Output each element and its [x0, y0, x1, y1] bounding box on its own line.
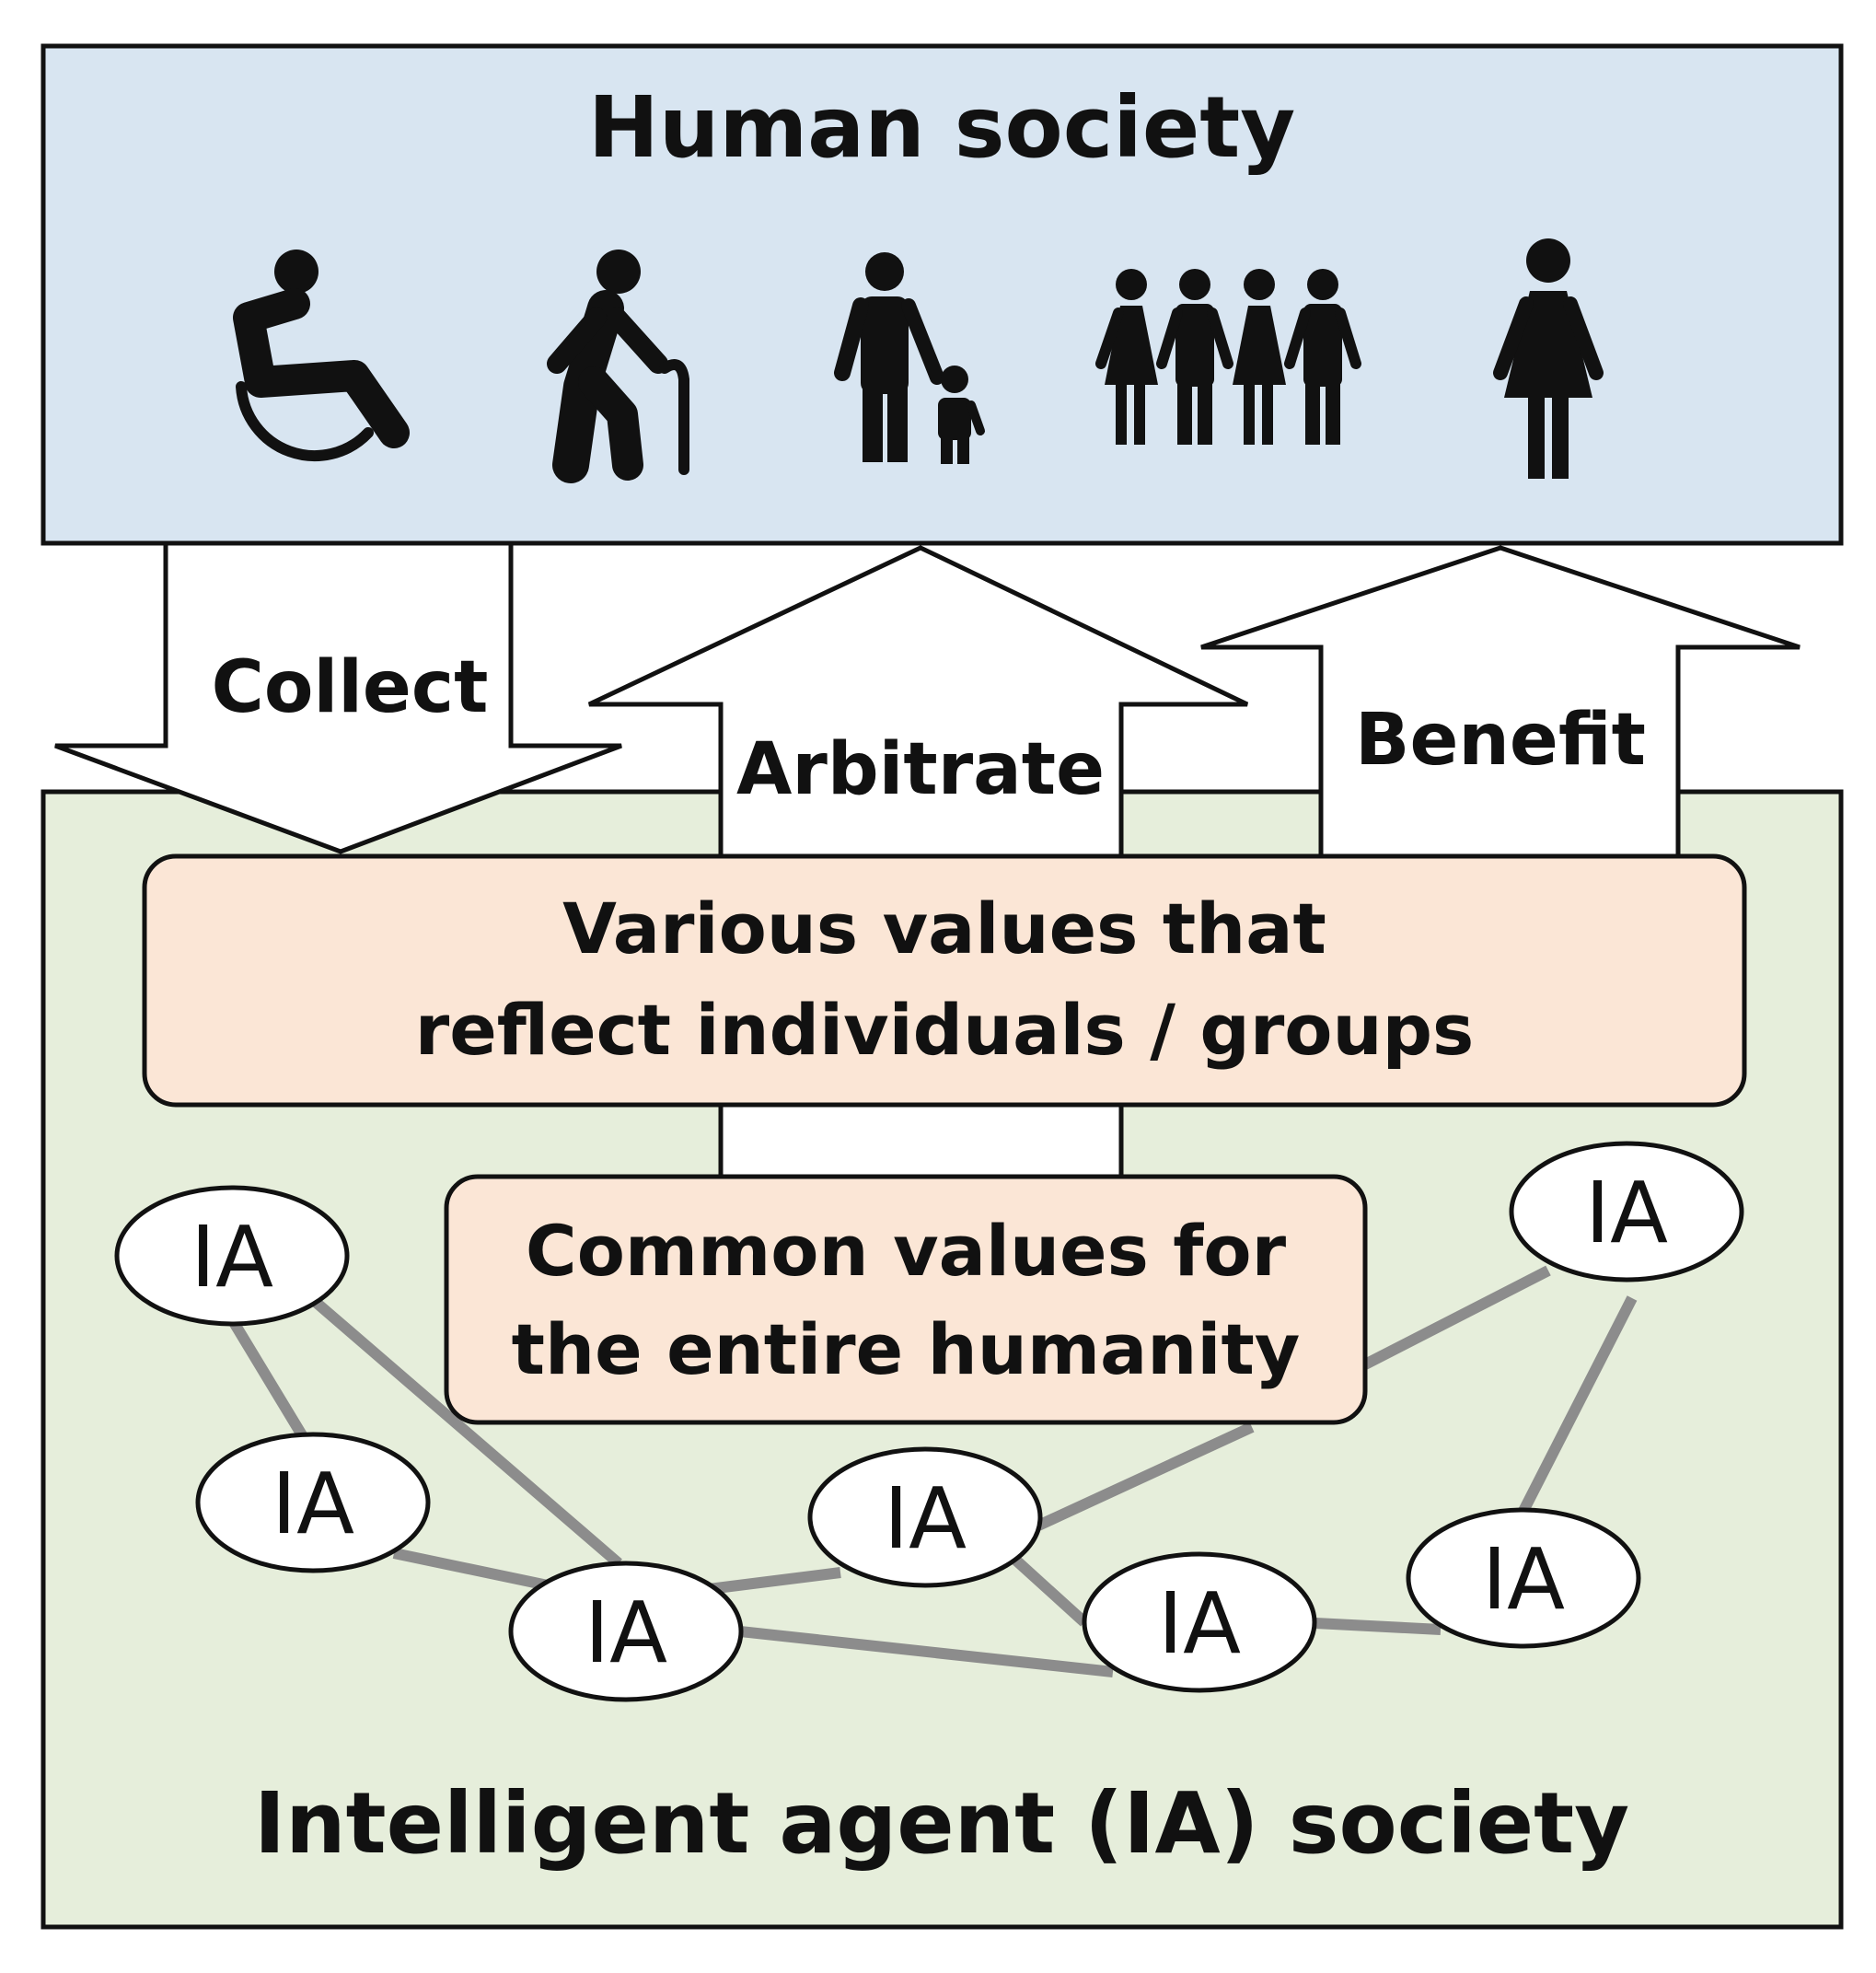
ia-node-label: IA — [585, 1584, 667, 1682]
common-values-box — [444, 1174, 1368, 1425]
ia-node-label: IA — [1585, 1164, 1668, 1262]
human-society-title: Human society — [588, 78, 1295, 177]
benefit-label: Benefit — [1355, 699, 1646, 782]
benefit-arrow — [1200, 545, 1801, 859]
ia-node: IA — [807, 1446, 1043, 1588]
ia-edge — [226, 1316, 309, 1442]
ia-node: IA — [114, 1185, 350, 1327]
common-values-line1: Common values for — [526, 1210, 1287, 1292]
arbitrate-label: Arbitrate — [736, 728, 1105, 811]
ia-edge — [708, 1567, 841, 1595]
various-values-line2: reflect individuals / groups — [415, 989, 1475, 1071]
ia-node: IA — [1406, 1507, 1641, 1649]
collect-label: Collect — [212, 646, 489, 729]
ia-node: IA — [508, 1561, 744, 1702]
ia-edge — [1516, 1295, 1638, 1517]
ia-node-label: IA — [1158, 1574, 1241, 1673]
ia-network-edges — [226, 1265, 1638, 1677]
ia-node: IA — [1082, 1551, 1317, 1693]
ia-node-label: IA — [272, 1455, 354, 1553]
ia-node-label: IA — [1482, 1530, 1565, 1629]
various-values-line1: Various values that — [562, 888, 1326, 969]
collect-arrow — [54, 540, 622, 854]
group-of-people-icon — [1095, 269, 1361, 445]
ia-node-label: IA — [191, 1208, 273, 1306]
wheelchair-user-icon — [233, 250, 410, 462]
ia-edge — [1011, 1555, 1089, 1627]
arbitrate-arrow — [587, 545, 1249, 859]
elderly-person-with-cane-icon — [547, 250, 689, 483]
values-connector — [718, 1102, 1124, 1179]
various-values-box — [142, 853, 1747, 1108]
ia-edge — [1314, 1618, 1442, 1635]
ia-edge — [739, 1626, 1114, 1677]
ia-edge — [1362, 1265, 1551, 1370]
common-values-line2: the entire humanity — [512, 1308, 1301, 1390]
ia-edge — [392, 1548, 550, 1591]
ia-node: IA — [1509, 1141, 1744, 1282]
ia-edge — [1036, 1422, 1255, 1531]
ia-node: IA — [195, 1432, 431, 1573]
woman-icon — [1493, 238, 1604, 479]
ia-edge — [307, 1294, 622, 1568]
adult-with-child-icon — [834, 252, 985, 464]
ia-society-title: Intelligent agent (IA) society — [254, 1774, 1629, 1873]
ia-node-label: IA — [884, 1469, 967, 1568]
